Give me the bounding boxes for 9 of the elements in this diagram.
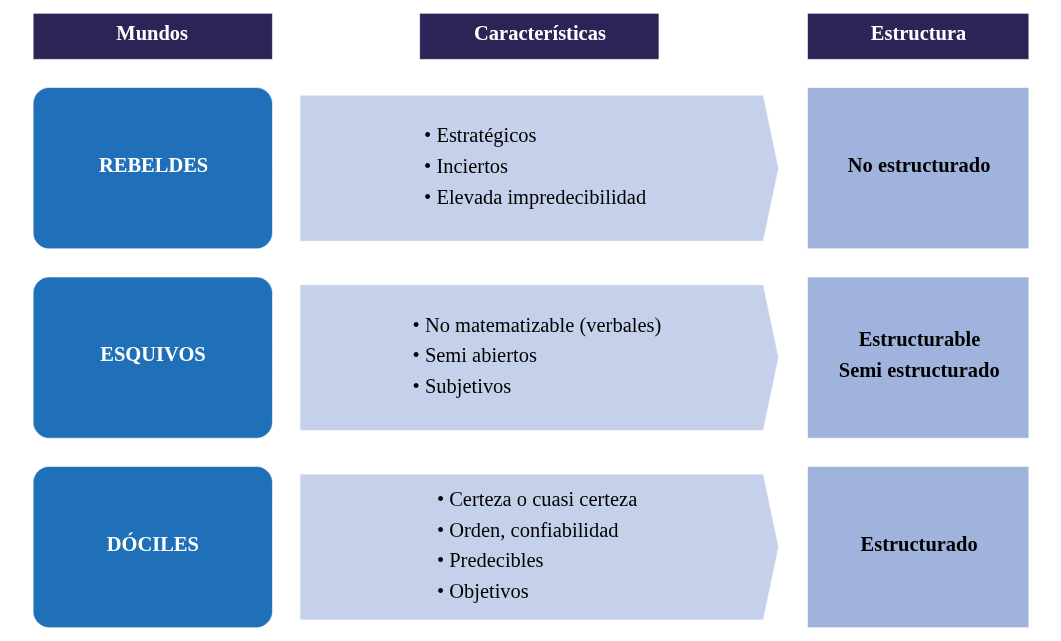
node-box: Mundos <box>32 13 273 60</box>
node-box: Estructurado <box>806 466 1029 628</box>
node-box: No estructurado <box>806 87 1029 250</box>
node-box: Estructura <box>806 13 1029 60</box>
node-box: ESQUIVOS <box>32 276 273 439</box>
node-box: Características <box>418 13 659 60</box>
node-box: DÓCILES <box>32 466 273 628</box>
node-box: Estructurable Semi estructurado <box>806 276 1029 439</box>
node-box: REBELDES <box>32 87 273 250</box>
